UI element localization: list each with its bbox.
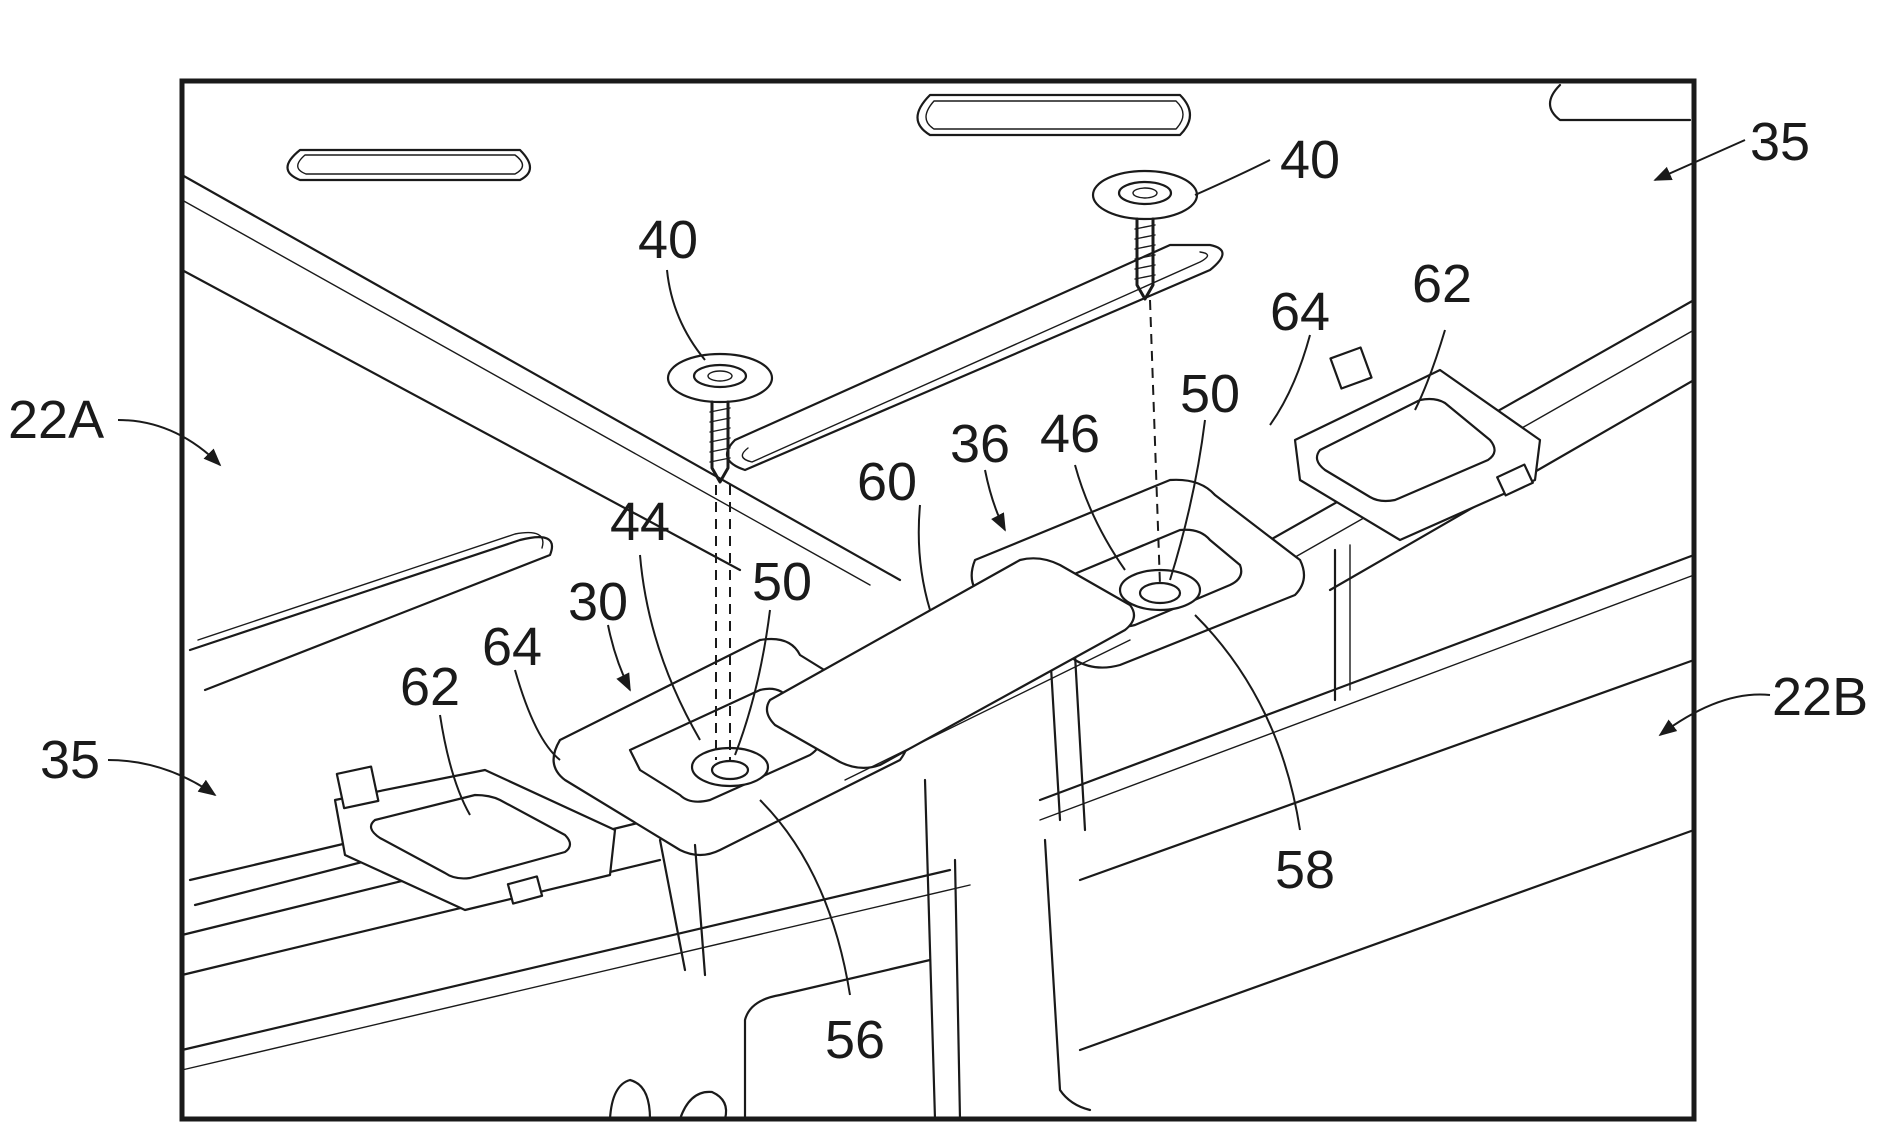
drawing-body (182, 85, 1694, 1119)
label-35-left: 35 (40, 730, 100, 790)
leader-30 (608, 625, 630, 690)
label-40-right: 40 (1280, 130, 1340, 190)
reference-labels: 22A 22B 35 35 30 36 40 40 44 50 46 50 56… (8, 112, 1868, 1070)
label-22a: 22A (8, 390, 104, 450)
mount-30-bore-inner (712, 761, 748, 779)
tray-slot-2-inner (926, 101, 1183, 129)
label-44: 44 (610, 492, 670, 552)
label-35-top: 35 (1750, 112, 1810, 172)
label-58: 58 (1275, 840, 1335, 900)
mount-30-leg (660, 840, 705, 975)
mount-36-bore-inner (1140, 583, 1180, 603)
fastener-40-left (668, 354, 772, 482)
leader-22b (1660, 695, 1770, 736)
leader-22a (118, 420, 220, 465)
fastener-40-right (1093, 171, 1197, 299)
label-64-left: 64 (482, 617, 542, 677)
label-46: 46 (1040, 404, 1100, 464)
label-50-left: 50 (752, 552, 812, 612)
label-50-right: 50 (1180, 364, 1240, 424)
leader-60 (919, 505, 930, 610)
module-gap-mid (955, 860, 960, 1119)
label-60: 60 (857, 452, 917, 512)
label-36: 36 (950, 414, 1010, 474)
terminal-62-right-tab (1330, 347, 1371, 388)
module-a-hole-2 (680, 1092, 726, 1119)
leader-35-left (108, 760, 215, 795)
module-b-wall-low (1080, 830, 1694, 1050)
leader-40-right (1195, 160, 1270, 195)
leader-64-left (515, 670, 560, 760)
label-62-right: 62 (1412, 254, 1472, 314)
label-30: 30 (568, 572, 628, 632)
leader-35-top (1655, 140, 1745, 180)
tray-edge-upper-2 (182, 200, 870, 585)
label-56: 56 (825, 1010, 885, 1070)
label-40-left: 40 (638, 210, 698, 270)
label-64-right: 64 (1270, 282, 1330, 342)
module-a-hole-1 (610, 1080, 650, 1119)
leader-lines (108, 140, 1770, 995)
leader-64-right (1270, 335, 1310, 425)
tray-edge-upper (182, 175, 900, 580)
module-gap-left (925, 780, 935, 1119)
label-62-left: 62 (400, 657, 460, 717)
leader-40-left (667, 270, 705, 360)
module-gap-right (1045, 840, 1090, 1110)
label-22b: 22B (1772, 667, 1868, 727)
leader-36 (985, 470, 1005, 530)
tray-slot-3 (1550, 85, 1690, 120)
terminal-62-left-tab (337, 767, 379, 809)
tray-slot-1-inner (298, 155, 523, 174)
figure-frame (182, 81, 1694, 1119)
